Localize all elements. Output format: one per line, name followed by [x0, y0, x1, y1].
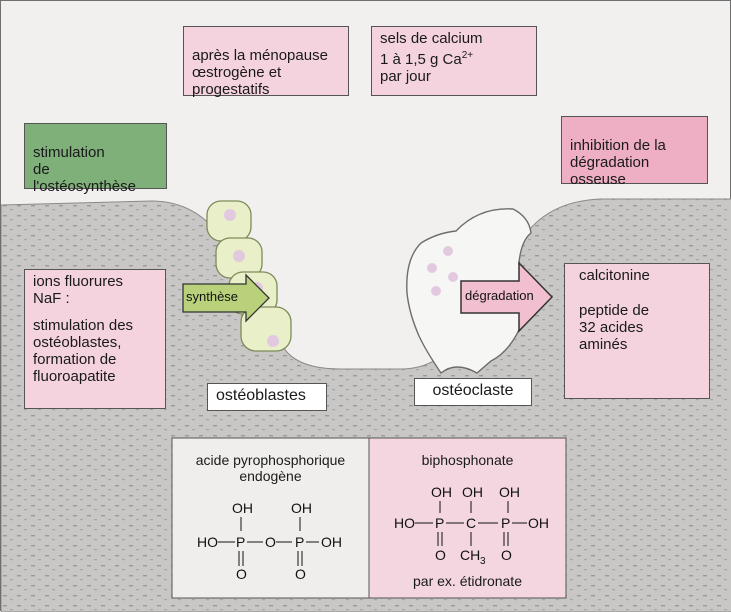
svg-text:OH: OH: [528, 515, 549, 531]
svg-text:O: O: [295, 566, 306, 582]
svg-text:OH: OH: [462, 484, 483, 500]
svg-text:O: O: [435, 547, 446, 563]
svg-text:P: P: [236, 534, 245, 550]
svg-text:O: O: [501, 547, 512, 563]
pyrophosphoric-structure: OH OH HO P O P OH O O: [197, 500, 342, 582]
biphosphonate-structure: OH OH OH HO P C P OH O CH 3 O: [394, 484, 549, 567]
svg-text:3: 3: [480, 556, 486, 567]
svg-text:OH: OH: [291, 500, 312, 516]
svg-text:OH: OH: [431, 484, 452, 500]
svg-text:P: P: [435, 515, 444, 531]
svg-text:O: O: [236, 566, 247, 582]
svg-text:P: P: [295, 534, 304, 550]
svg-text:OH: OH: [321, 534, 342, 550]
svg-text:O: O: [265, 534, 276, 550]
svg-text:C: C: [466, 515, 476, 531]
svg-text:OH: OH: [499, 484, 520, 500]
svg-text:HO: HO: [394, 515, 415, 531]
svg-text:CH: CH: [460, 547, 480, 563]
svg-text:HO: HO: [197, 534, 218, 550]
svg-text:P: P: [501, 515, 510, 531]
svg-text:OH: OH: [232, 500, 253, 516]
